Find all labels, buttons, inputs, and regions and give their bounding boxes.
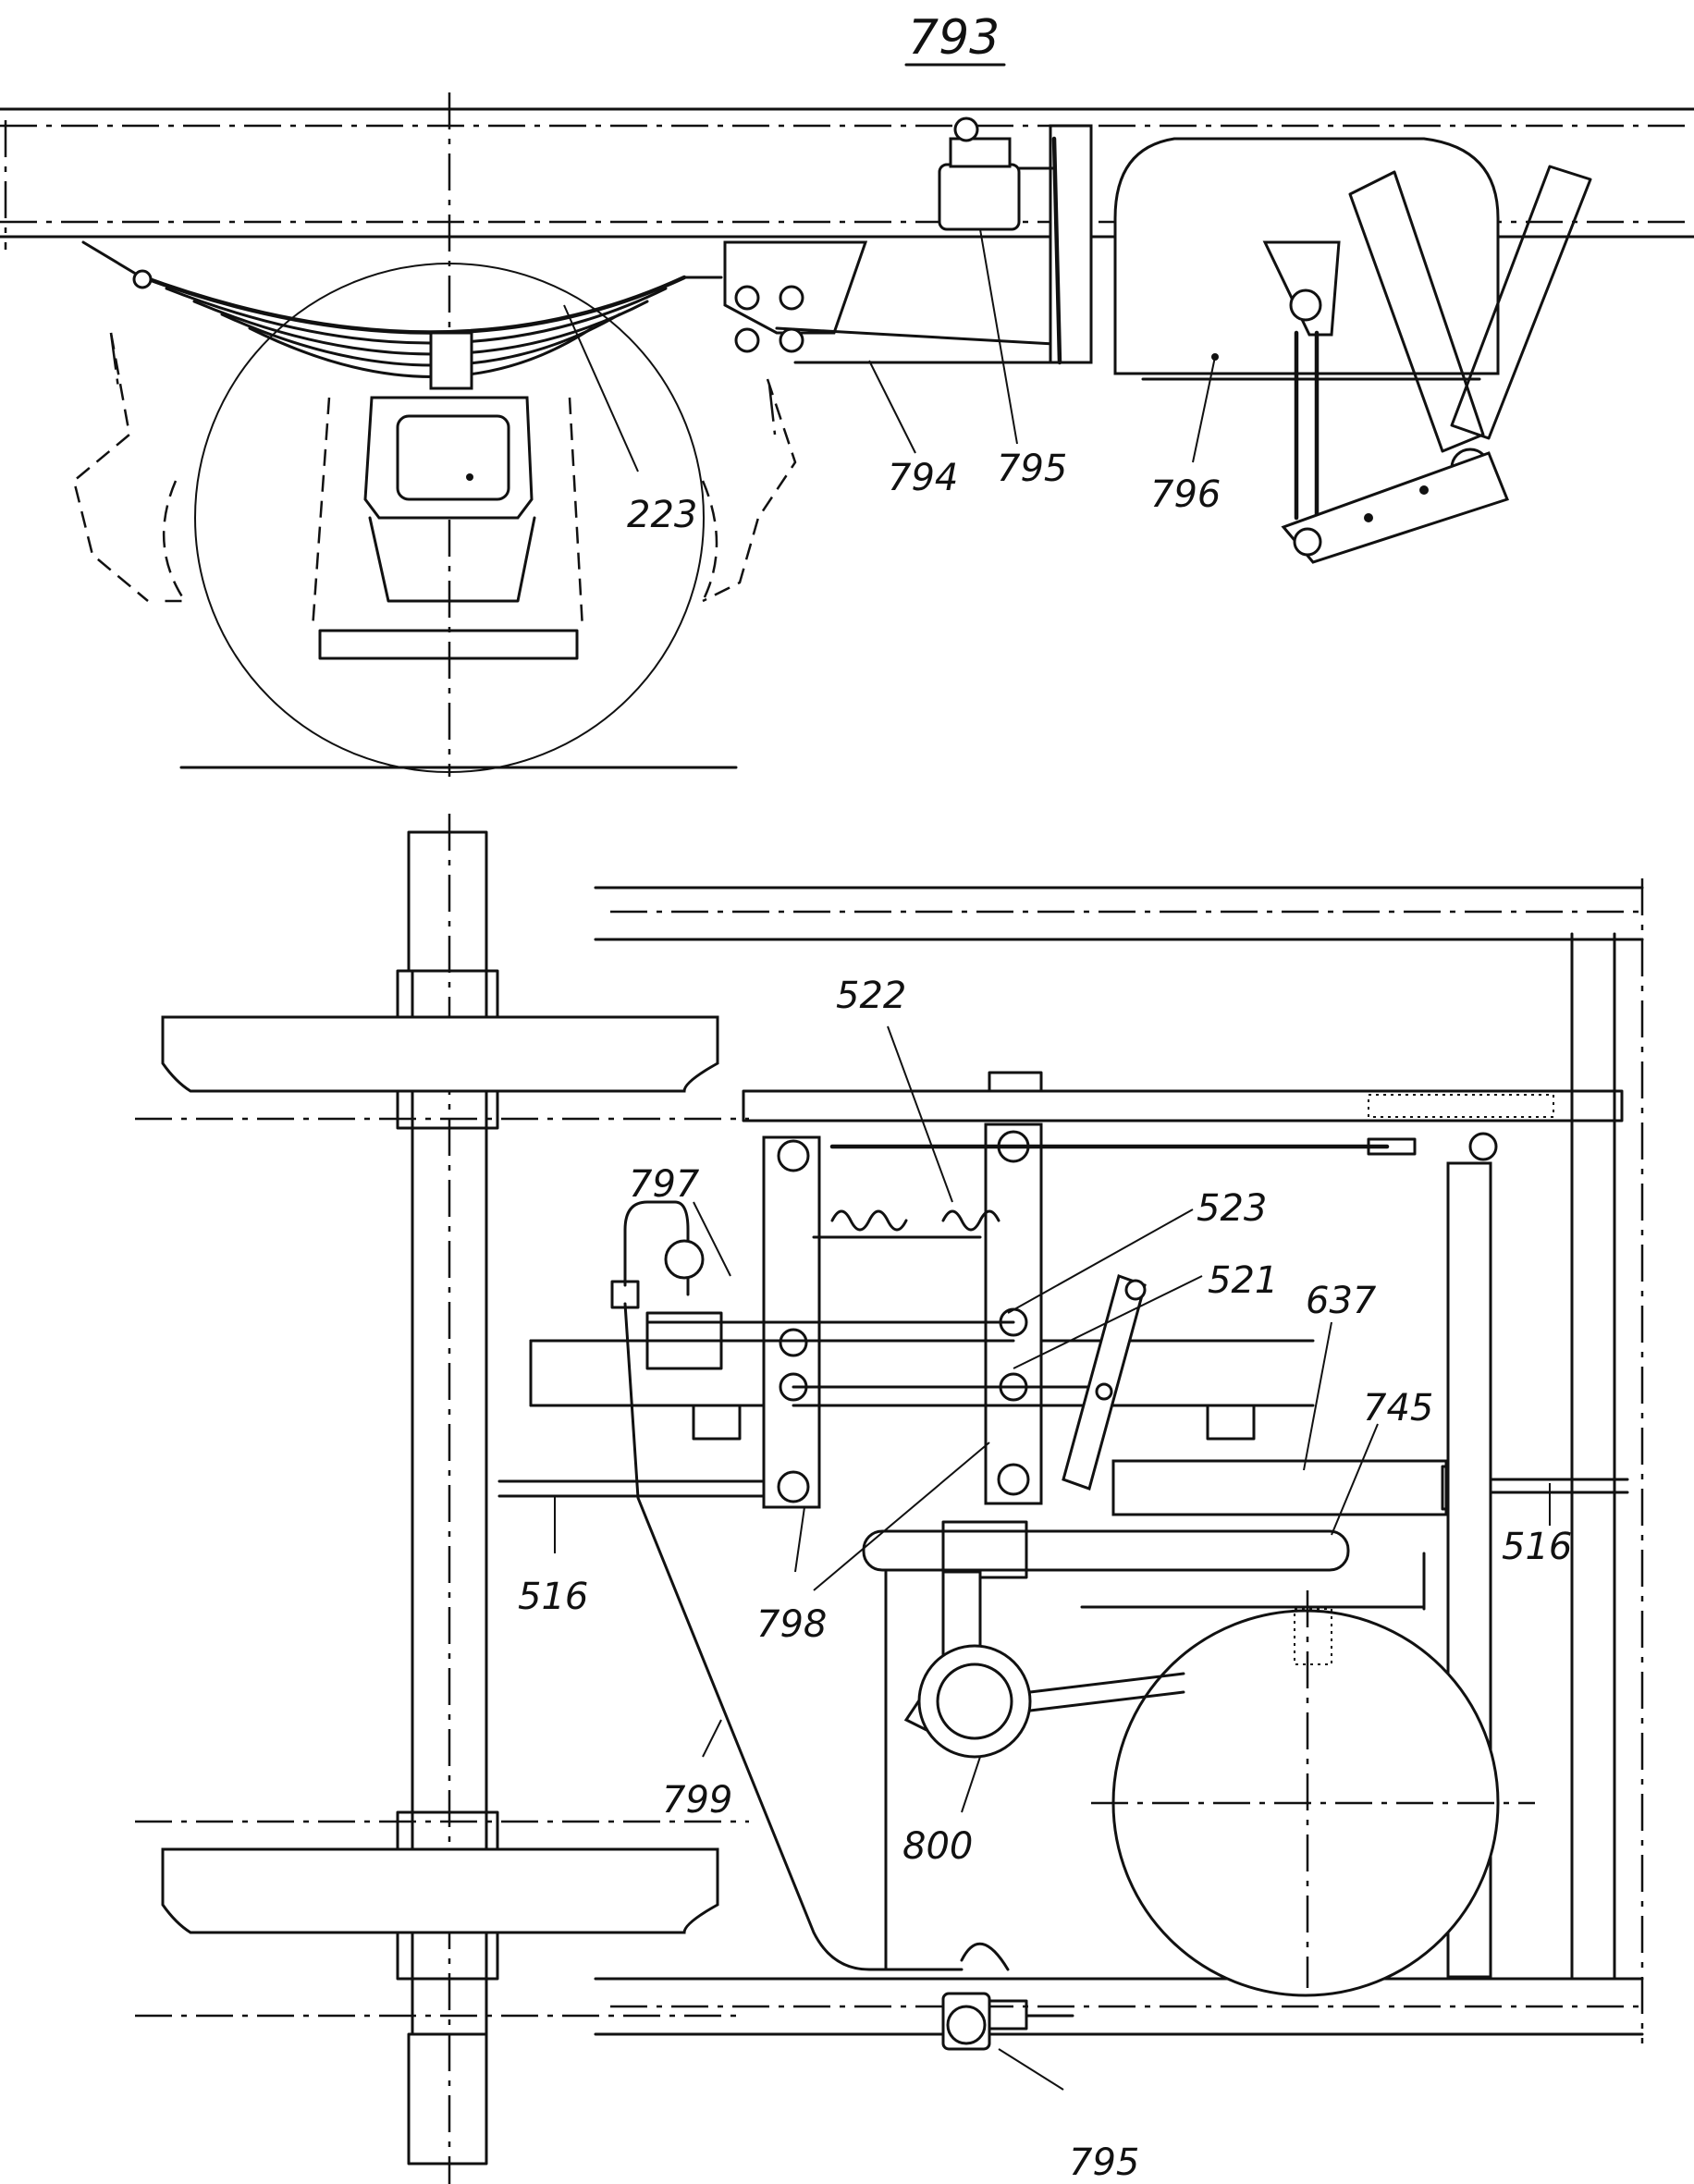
vertical-levers [762, 1123, 1043, 1509]
label-795-bottom: 795 [1069, 2141, 1139, 2184]
pipe-799 [610, 1200, 964, 1971]
valve-795-bottom [941, 1942, 1074, 2051]
label-223: 223 [627, 494, 697, 536]
label-795-top: 795 [997, 448, 1067, 490]
label-797: 797 [629, 1163, 700, 1206]
leader-lines-bottom [554, 1025, 1551, 2091]
axle-box [311, 331, 584, 660]
side-elevation-view: 223 794 795 796 [0, 92, 1694, 777]
brake-cylinder-637 [497, 1459, 1629, 1516]
brake-shoes-side [72, 332, 797, 603]
brake-lever-linkage [1262, 165, 1592, 564]
spring-bracket-794 [723, 240, 1056, 364]
label-799: 799 [662, 1779, 732, 1822]
wheelset-plan [135, 814, 749, 2184]
label-516-left: 516 [518, 1576, 588, 1618]
pull-rods [645, 1274, 1256, 1491]
label-796: 796 [1150, 473, 1221, 516]
label-637: 637 [1306, 1280, 1377, 1322]
label-745: 745 [1363, 1387, 1433, 1429]
leaf-spring-223 [81, 240, 723, 378]
figure-title: 793 [904, 10, 1006, 67]
distributor-800 [884, 1570, 1185, 1971]
label-798: 798 [756, 1603, 827, 1646]
wheel-side [157, 263, 738, 773]
springs-522 [812, 1132, 1498, 1239]
leader-lines-top [563, 228, 1216, 472]
label-522: 522 [836, 975, 906, 1017]
plan-view: 522 523 521 637 745 797 516 516 798 799 … [135, 814, 1644, 2184]
rod-745 [862, 1520, 1426, 1611]
valve-795-top [938, 117, 1093, 365]
frame-plan [594, 878, 1644, 2043]
label-516-right: 516 [1502, 1526, 1572, 1568]
label-800: 800 [902, 1825, 973, 1868]
label-521: 521 [1208, 1259, 1278, 1302]
label-523: 523 [1197, 1187, 1267, 1230]
label-794: 794 [888, 457, 958, 499]
air-reservoir [1091, 1161, 1535, 1997]
figure-number: 793 [908, 10, 1000, 66]
